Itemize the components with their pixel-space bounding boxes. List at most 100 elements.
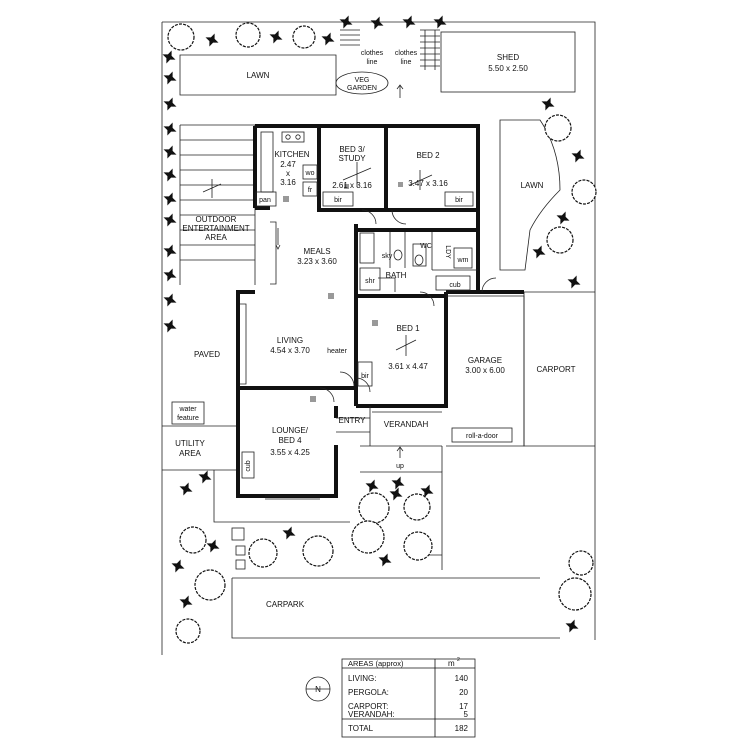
area-label-verandah: VERANDAH: [348, 710, 395, 719]
areas-unit: m [448, 659, 455, 668]
area-label-carport: CARPORT: [348, 702, 388, 711]
outdoor-entertainment-area: OUTDOOR ENTERTAINMENT AREA [179, 124, 256, 285]
trees [162, 15, 597, 644]
bed-1: BED 1 3.61 x 4.47 bir [357, 320, 428, 387]
lounge-dim: 3.55 x 4.25 [270, 448, 310, 457]
laundry-label: LDY [444, 245, 451, 259]
utility-label-2: AREA [179, 449, 201, 458]
lawn-right-label: LAWN [521, 181, 544, 190]
shrub-icon [163, 268, 177, 282]
area-value-living: 140 [455, 674, 469, 683]
bir-label-3: bir [361, 373, 369, 380]
shrub-icon [163, 122, 177, 136]
paving-stones [231, 527, 246, 570]
tree-icon [403, 493, 431, 521]
carpark: CARPARK [231, 577, 560, 639]
bed1-name: BED 1 [396, 324, 420, 333]
kitchen-dim-3: 3.16 [280, 178, 296, 187]
clothes-line-2a: clothes [395, 50, 418, 57]
veg-garden: VEG GARDEN [335, 71, 404, 98]
shrub-icon [171, 559, 185, 573]
tree-icon [248, 538, 278, 568]
bath-label: BATH [386, 271, 407, 280]
garage: roll-a-door GARAGE 3.00 x 6.00 [446, 295, 525, 447]
tree-icon [568, 550, 594, 576]
clothes-line-1b: line [367, 59, 378, 66]
shrub-icon [206, 539, 220, 553]
shrub-icon [163, 213, 177, 227]
fridge-label: fr [308, 187, 313, 194]
outdoor-label-3: AREA [205, 233, 227, 242]
bed2-dim: 3.47 x 3.16 [408, 179, 448, 188]
tree-icon [358, 492, 390, 524]
tree-icon [292, 25, 316, 49]
water-feature: water feature [171, 401, 205, 425]
shed: SHED 5.50 x 2.50 [440, 31, 576, 93]
shrub-icon [179, 482, 193, 496]
living-name: LIVING [277, 336, 303, 345]
heater-label: heater [327, 348, 348, 355]
shrub-icon [163, 244, 177, 258]
bed3-dim: 2.61 x 3.16 [332, 181, 372, 190]
utility-area: UTILITY AREA [162, 425, 236, 471]
shrub-icon [162, 50, 176, 64]
shrub-icon [378, 553, 392, 567]
tree-icon [302, 535, 334, 567]
shrub-icon [556, 211, 570, 225]
shrub-icon [420, 484, 434, 498]
bed2-name: BED 2 [416, 151, 440, 160]
kitchen-name: KITCHEN [274, 150, 309, 159]
wall-oven-label: wo [305, 170, 315, 177]
areas-unit-sup: 2 [457, 657, 460, 663]
shrub-icon [365, 479, 379, 493]
shrub-icon [269, 30, 283, 44]
area-total-label: TOTAL [348, 724, 374, 733]
utility-label-1: UTILITY [175, 439, 205, 448]
bed3-name-2: STUDY [338, 154, 366, 163]
house-walls [236, 124, 524, 498]
garage-name: GARAGE [468, 356, 502, 365]
areas-table: AREAS (approx) m 2 LIVING: 140 PERGOLA: … [341, 657, 476, 738]
lounge-name-1: LOUNGE/ [272, 426, 309, 435]
sky-label: sky [382, 253, 393, 260]
washing-machine-label: wm [457, 257, 469, 264]
shrub-icon [571, 149, 585, 163]
shrub-icon [402, 15, 416, 29]
lawn-top-label: LAWN [247, 71, 270, 80]
area-value-carport: 17 [459, 702, 468, 711]
veg-garden-label-2: GARDEN [347, 85, 377, 92]
shrub-icon [163, 145, 177, 159]
shrub-icon [179, 595, 193, 609]
kitchen: KITCHEN 2.47 x 3.16 wo fr pan [255, 131, 318, 207]
kitchen-dim-1: 2.47 [280, 160, 296, 169]
shrub-icon [541, 97, 555, 111]
shrub-icon [370, 16, 384, 30]
clothes-line-1a: clothes [361, 50, 384, 57]
bed-2: BED 2 3.47 x 3.16 bir [398, 151, 474, 207]
tree-icon [194, 569, 226, 601]
shrub-icon [433, 15, 447, 29]
wet-areas: sky WC LDY wm shr BATH cub [359, 232, 478, 292]
shrub-icon [163, 192, 177, 206]
shrub-icon [163, 168, 177, 182]
tree-icon [175, 618, 201, 644]
veg-garden-label-1: VEG [355, 77, 370, 84]
shrub-icon [163, 319, 177, 333]
roll-a-door-label: roll-a-door [466, 433, 499, 440]
area-value-verandah: 5 [464, 710, 469, 719]
shower-label: shr [365, 278, 375, 285]
tree-icon [571, 179, 597, 205]
cupboard-label-2: cub [245, 460, 252, 471]
outdoor-label-1: OUTDOOR [196, 215, 237, 224]
kitchen-dim-2: x [286, 169, 290, 178]
shrub-icon [205, 33, 219, 47]
tree-icon [351, 520, 385, 554]
up-label-1: up [396, 463, 404, 470]
outdoor-label-2: ENTERTAINMENT [182, 224, 249, 233]
tree-icon [167, 23, 195, 51]
areas-header: AREAS (approx) [348, 659, 404, 668]
shrub-icon [389, 487, 403, 501]
site-boundary [161, 21, 596, 655]
paved-area: PAVED [194, 350, 220, 359]
shrub-icon [163, 71, 177, 85]
